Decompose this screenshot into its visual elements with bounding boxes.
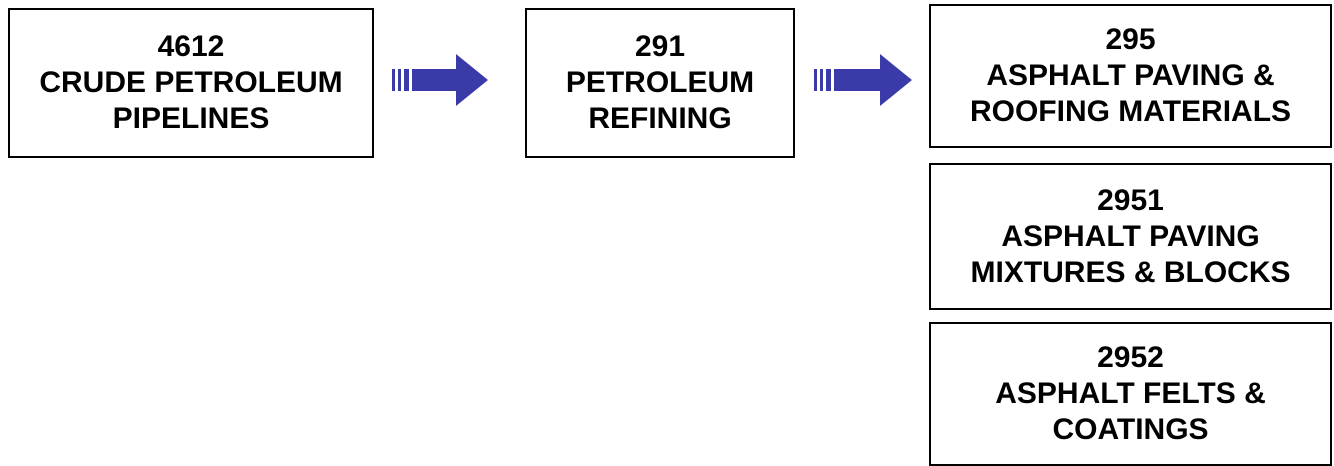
node-label-line1: ASPHALT PAVING	[1001, 219, 1260, 253]
flow-arrow-icon	[814, 54, 912, 106]
node-label-line2: PIPELINES	[112, 102, 270, 135]
node-petroleum-refining: 291 PETROLEUM REFINING	[525, 8, 795, 158]
node-label-line1: ASPHALT FELTS &	[995, 377, 1266, 410]
node-asphalt-paving-mixtures-blocks: 2951 ASPHALT PAVING MIXTURES & BLOCKS	[929, 163, 1332, 310]
node-code: 2951	[1097, 183, 1164, 217]
node-label-line1: ASPHALT PAVING &	[986, 59, 1275, 92]
flow-arrow-icon	[392, 54, 488, 106]
node-code: 4612	[157, 30, 225, 63]
node-code: 295	[1105, 23, 1156, 56]
node-code: 291	[634, 30, 686, 63]
node-label-line1: CRUDE PETROLEUM	[39, 66, 343, 99]
node-code: 2952	[1097, 341, 1164, 374]
node-label-line2: ROOFING MATERIALS	[969, 95, 1292, 128]
node-label-line2: MIXTURES & BLOCKS	[970, 255, 1291, 289]
node-asphalt-felts-coatings: 2952 ASPHALT FELTS & COATINGS	[929, 322, 1332, 466]
node-crude-petroleum-pipelines: 4612 CRUDE PETROLEUM PIPELINES	[8, 8, 374, 158]
node-label-line2: COATINGS	[1052, 413, 1209, 446]
node-asphalt-paving-roofing-materials: 295 ASPHALT PAVING & ROOFING MATERIALS	[929, 4, 1332, 148]
node-label-line2: REFINING	[588, 102, 732, 135]
node-label-line1: PETROLEUM	[565, 66, 755, 99]
